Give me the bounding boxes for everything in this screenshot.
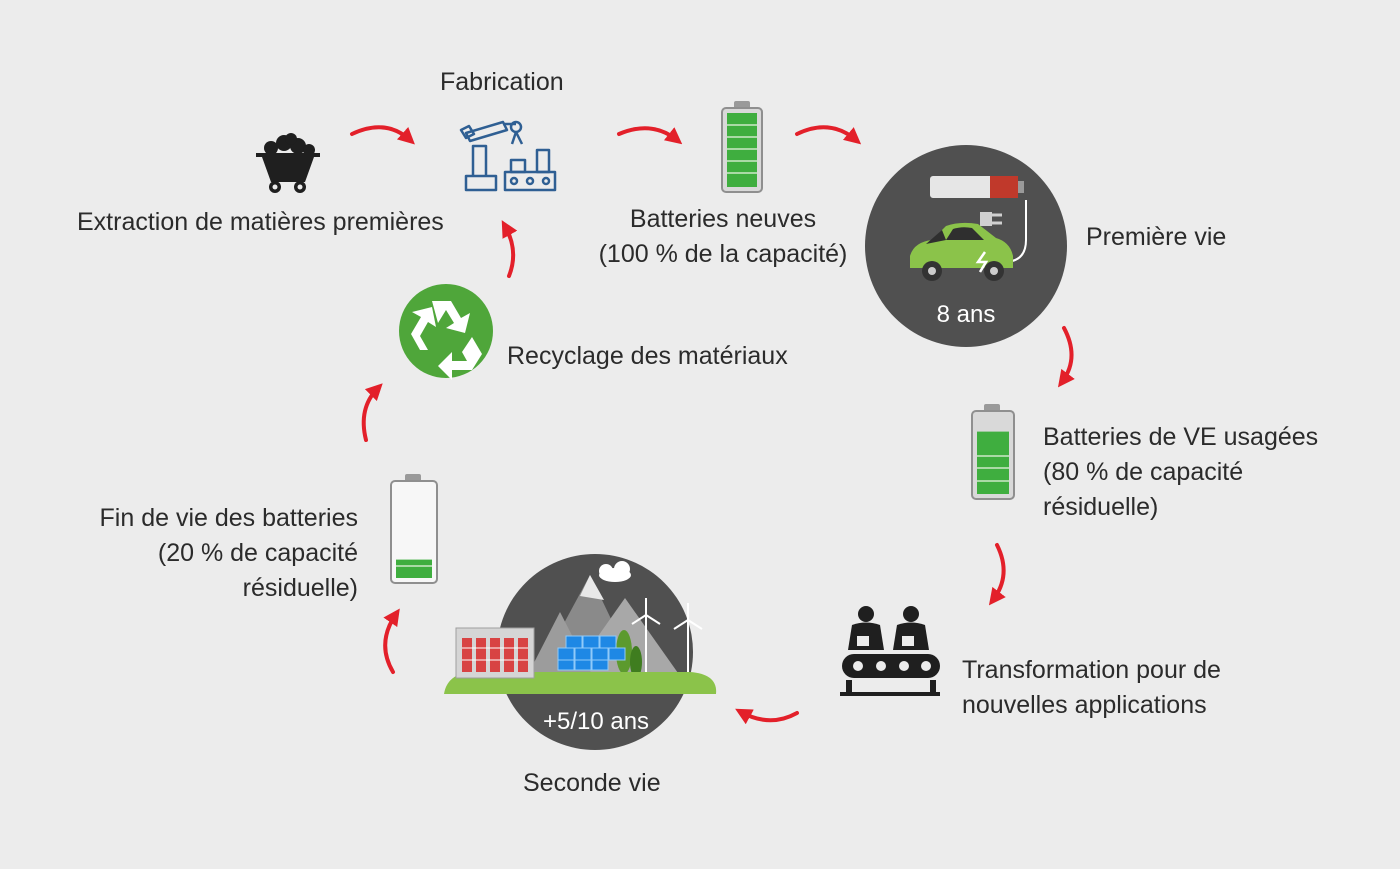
label-end-of-life-line1: Fin de vie des batteries xyxy=(99,504,358,532)
label-transformation: Transformation pour de nouvelles applica… xyxy=(962,653,1221,723)
label-used-batteries-line2: (80 % de capacité xyxy=(1043,458,1244,486)
label-used-batteries-line3: résiduelle) xyxy=(1043,493,1159,521)
robot-factory-icon xyxy=(459,120,557,192)
arrow-used-to-transformation xyxy=(988,543,1006,606)
label-new-batteries-line1: Batteries neuves xyxy=(629,205,817,233)
electric-car-icon xyxy=(910,200,1027,281)
recycle-icon xyxy=(399,284,493,380)
label-fabrication: Fabrication xyxy=(440,68,564,96)
label-end-of-life-line2: (20 % de capacité xyxy=(157,539,358,567)
arrow-recycling-to-extraction xyxy=(501,220,518,278)
label-used-batteries-line1: Batteries de VE usagées xyxy=(1043,423,1319,451)
arrow-end-to-recycling xyxy=(361,383,383,442)
label-end-of-life-line3: résiduelle) xyxy=(242,574,358,602)
label-extraction: Extraction de matières premières xyxy=(77,208,444,236)
arrow-batteries-to-first-life xyxy=(795,125,862,145)
label-new-batteries: Batteries neuves (100 % de la capacité) xyxy=(592,202,854,272)
arrow-extraction-to-fabrication xyxy=(350,125,415,145)
label-new-batteries-line2: (100 % de la capacité) xyxy=(598,240,848,268)
battery-80-icon xyxy=(971,404,1015,500)
second-life-duration: +5/10 ans xyxy=(543,708,649,735)
workers-conveyor-icon xyxy=(840,606,940,696)
storage-building-icon xyxy=(455,627,535,679)
label-recycling: Recyclage des matériaux xyxy=(507,342,788,370)
mine-cart-icon xyxy=(256,133,320,193)
arrow-transformation-to-second-life xyxy=(735,708,799,725)
first-life-duration: 8 ans xyxy=(937,301,996,328)
label-first-life: Première vie xyxy=(1086,223,1227,251)
battery-full-icon xyxy=(721,101,763,193)
arrow-first-life-to-used xyxy=(1057,326,1075,388)
battery-depleting-icon xyxy=(930,176,1024,198)
label-end-of-life: Fin de vie des batteries (20 % de capaci… xyxy=(60,501,358,606)
label-second-life: Seconde vie xyxy=(523,769,661,797)
battery-20-icon xyxy=(390,474,438,584)
first-life-circle: 8 ans xyxy=(865,145,1067,347)
label-used-batteries: Batteries de VE usagées (80 % de capacit… xyxy=(1043,420,1318,525)
label-transformation-line1: Transformation pour de xyxy=(962,656,1221,684)
arrow-fabrication-to-batteries xyxy=(617,126,683,145)
label-transformation-line2: nouvelles applications xyxy=(962,691,1207,719)
second-life-circle: +5/10 ans xyxy=(444,554,717,750)
arrow-second-life-to-end xyxy=(383,608,400,674)
